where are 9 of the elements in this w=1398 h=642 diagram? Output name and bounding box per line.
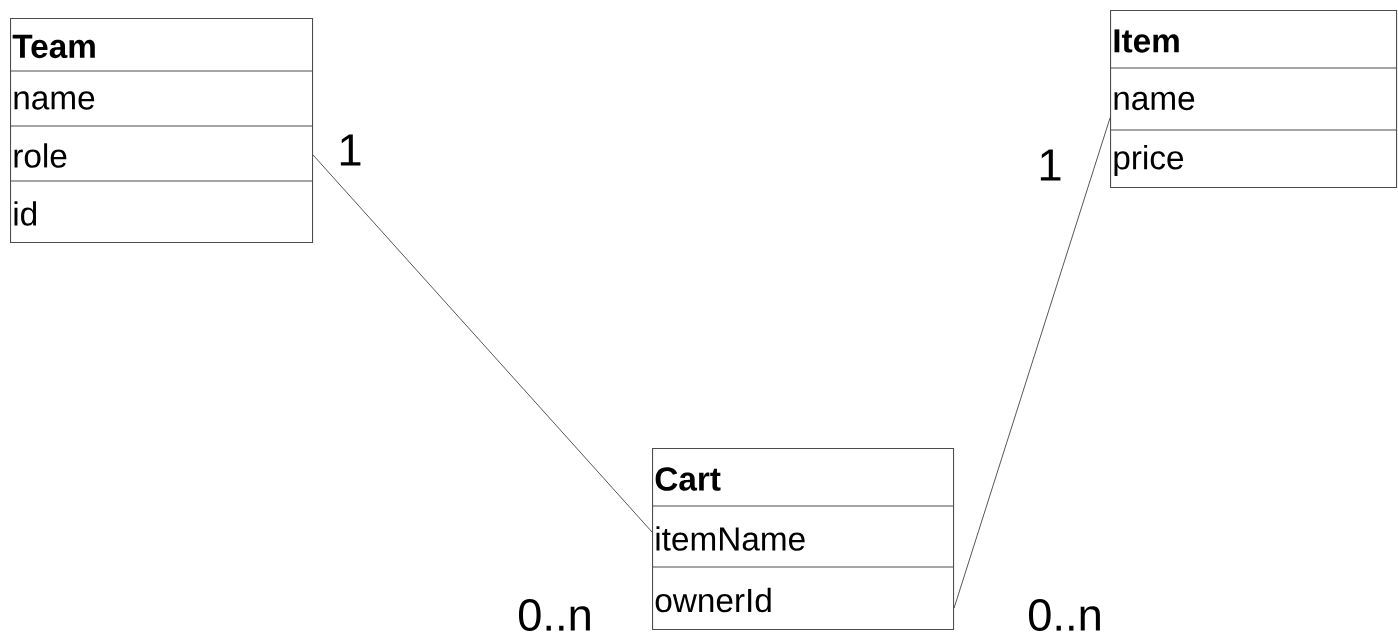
class-box: Cart itemName ownerId (651, 448, 955, 631)
multiplicity-label: 0..n (519, 598, 590, 632)
multiplicity-label: 1 (340, 134, 361, 166)
multiplicity-label: 0..n (1029, 598, 1100, 632)
connector-line (312, 154, 653, 533)
connector-line (953, 117, 1111, 609)
multiplicity-label: 1 (1040, 149, 1061, 181)
class-box: Team name role id (9, 18, 314, 244)
class-box: Item name price (1109, 10, 1398, 189)
